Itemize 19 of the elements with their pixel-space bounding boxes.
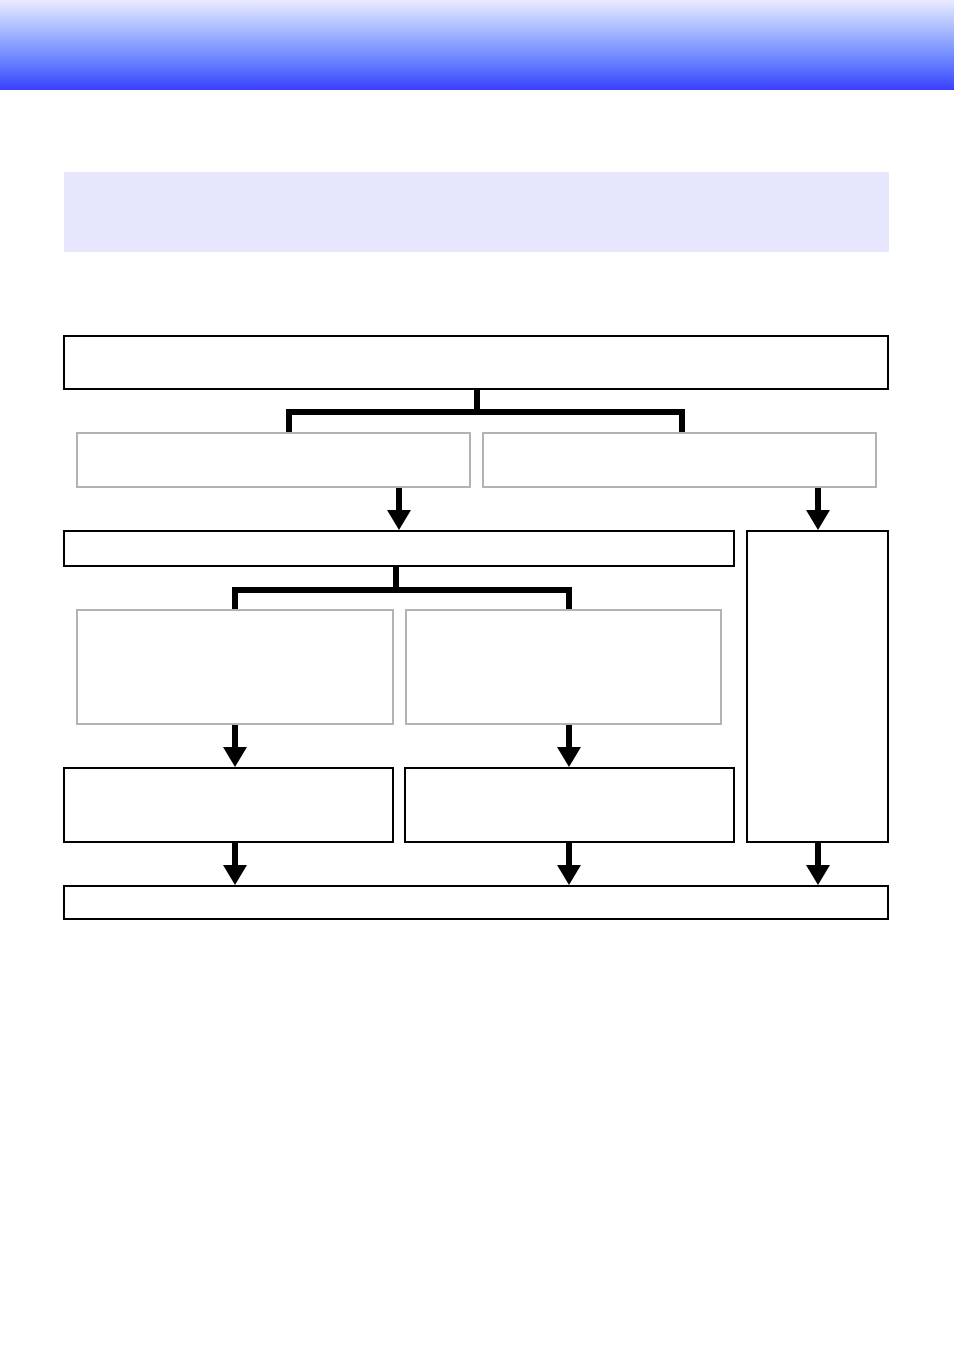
process-box xyxy=(63,767,394,843)
arrow xyxy=(223,843,247,885)
process-box xyxy=(405,609,722,725)
connector-line xyxy=(474,390,685,432)
arrow xyxy=(557,843,581,885)
connector-line xyxy=(393,567,572,609)
arrow xyxy=(557,725,581,767)
process-box xyxy=(76,609,394,725)
banner-band xyxy=(64,172,889,252)
arrow xyxy=(806,843,830,885)
process-box xyxy=(63,530,735,567)
process-box xyxy=(76,432,471,488)
process-box xyxy=(746,530,889,843)
arrow xyxy=(223,725,247,767)
process-box xyxy=(482,432,877,488)
process-box xyxy=(63,335,889,390)
process-box xyxy=(63,885,889,920)
arrow xyxy=(806,488,830,530)
process-box xyxy=(404,767,735,843)
